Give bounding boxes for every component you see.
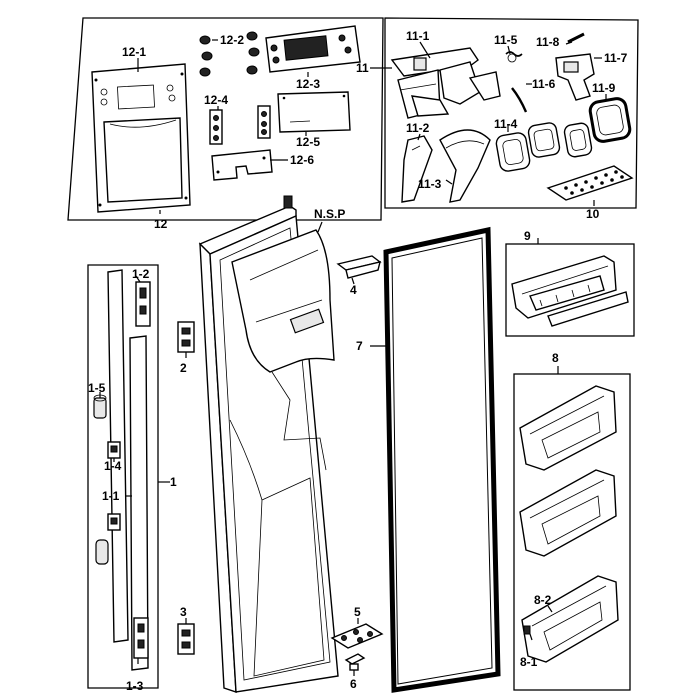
label-8-2: 8-2 bbox=[534, 593, 552, 607]
part-11-5-spring bbox=[505, 51, 523, 63]
part-12-1-panel bbox=[91, 63, 191, 213]
lower-cap bbox=[95, 539, 109, 565]
label-12-4: 12-4 bbox=[204, 93, 228, 107]
part-12-6-bracket bbox=[211, 149, 273, 181]
label-11-6: 11-6 bbox=[532, 77, 556, 91]
label-1-5: 1-5 bbox=[88, 381, 106, 395]
label-12-1: 12-1 bbox=[122, 45, 146, 59]
part-11-9-seal bbox=[588, 97, 632, 143]
part-11-1-dispenser-assembly bbox=[390, 47, 501, 119]
part-labels: 12-1 12-2 12-3 12-4 12-5 12-6 12 11 11-1… bbox=[88, 29, 628, 693]
label-7: 7 bbox=[356, 339, 363, 353]
label-12: 12 bbox=[154, 217, 168, 231]
label-1-3: 1-3 bbox=[126, 679, 144, 693]
part-12-4-switch bbox=[209, 105, 271, 145]
label-4: 4 bbox=[350, 283, 357, 297]
group-12-frame bbox=[67, 17, 384, 221]
part-1-2-end-cap-top bbox=[135, 281, 151, 327]
part-11-6-rod bbox=[511, 87, 528, 113]
label-11-2: 11-2 bbox=[406, 121, 430, 135]
group-1-handle bbox=[87, 264, 170, 689]
part-4-cup bbox=[336, 255, 382, 285]
part-11-4-seal bbox=[495, 122, 593, 172]
group-8-frame bbox=[513, 373, 631, 691]
group-9-door-bin bbox=[505, 238, 635, 337]
part-12-3-display-board bbox=[265, 25, 361, 73]
label-11: 11 bbox=[356, 61, 369, 75]
label-12-5: 12-5 bbox=[296, 135, 320, 149]
label-11-5: 11-5 bbox=[494, 33, 518, 47]
label-1-1: 1-1 bbox=[102, 489, 120, 503]
part-3-hinge-bracket-bottom bbox=[177, 618, 195, 655]
door-body bbox=[198, 195, 339, 693]
label-8: 8 bbox=[552, 351, 559, 365]
label-11-8: 11-8 bbox=[536, 35, 560, 49]
label-12-3: 12-3 bbox=[296, 77, 320, 91]
label-10: 10 bbox=[586, 207, 600, 221]
label-1-4: 1-4 bbox=[104, 459, 122, 473]
part-7-door-gasket bbox=[370, 226, 501, 693]
label-1: 1 bbox=[170, 475, 177, 489]
label-11-4: 11-4 bbox=[494, 117, 518, 131]
part-12-2-buttons bbox=[199, 31, 260, 77]
label-3: 3 bbox=[180, 605, 187, 619]
group-12-dispenser-panel bbox=[67, 17, 384, 221]
door-bin-top bbox=[519, 385, 617, 471]
label-2: 2 bbox=[180, 361, 187, 375]
label-12-6: 12-6 bbox=[290, 153, 314, 167]
part-10-drip-tray-grille bbox=[546, 165, 634, 206]
part-11-7-motor bbox=[555, 53, 595, 101]
part-8-2-door-bin-bottom bbox=[521, 575, 619, 663]
label-11-1: 11-1 bbox=[406, 29, 430, 43]
part-11-3-chute-cover bbox=[439, 129, 491, 203]
part-11-2-lever bbox=[401, 135, 433, 203]
group-11-frame bbox=[384, 17, 639, 209]
label-11-9: 11-9 bbox=[592, 81, 616, 95]
group-11-ice-dispenser bbox=[370, 17, 639, 209]
group-8-door-bins bbox=[513, 366, 631, 691]
part-1-5-cap bbox=[93, 394, 107, 419]
part-5-hinge-plate bbox=[330, 618, 384, 649]
label-8-1: 8-1 bbox=[520, 655, 538, 669]
part-11-8-pin bbox=[567, 32, 585, 44]
label-9: 9 bbox=[524, 229, 531, 243]
part-12-5-plate bbox=[277, 91, 351, 133]
part-6-hinge-pin bbox=[344, 653, 366, 676]
label-6: 6 bbox=[350, 677, 357, 691]
label-nsp: N.S.P bbox=[314, 207, 345, 221]
label-12-2: 12-2 bbox=[220, 33, 244, 47]
part-2-hinge-bracket-top bbox=[177, 321, 195, 358]
group-1-frame bbox=[87, 264, 159, 689]
label-11-3: 11-3 bbox=[418, 177, 442, 191]
group-9-frame bbox=[505, 243, 635, 337]
handle-rod-back bbox=[129, 335, 149, 671]
label-5: 5 bbox=[354, 605, 361, 619]
label-11-7: 11-7 bbox=[604, 51, 628, 65]
label-1-2: 1-2 bbox=[132, 267, 150, 281]
door-bin-middle bbox=[519, 469, 617, 557]
part-1-3-end-cap-bottom bbox=[133, 617, 149, 659]
part-8-1-bin-clip bbox=[523, 625, 533, 641]
